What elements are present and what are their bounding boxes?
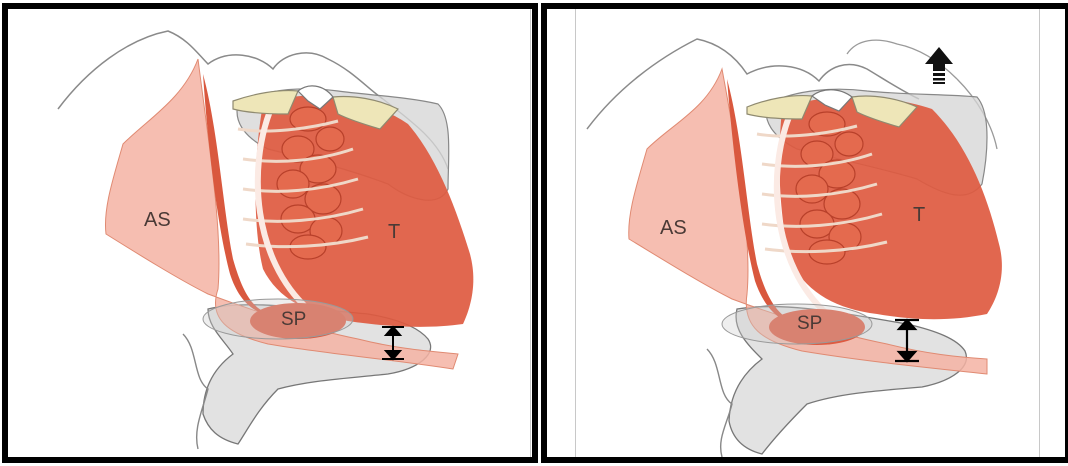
hyoid-area bbox=[203, 299, 353, 339]
panel-inner-line-left bbox=[575, 9, 576, 457]
chin-outline bbox=[183, 334, 208, 449]
label-sp: SP bbox=[281, 309, 306, 331]
anatomy-diagram-right bbox=[547, 9, 1065, 457]
label-sp: SP bbox=[797, 313, 822, 335]
chin-outline bbox=[707, 349, 732, 457]
label-as: AS bbox=[144, 209, 171, 232]
tooth-left bbox=[233, 91, 298, 114]
anatomy-diagram-left bbox=[8, 9, 532, 457]
panel-edge-line bbox=[530, 9, 531, 457]
panel-left: AS T SP bbox=[2, 3, 538, 463]
label-t: T bbox=[388, 221, 400, 244]
label-t: T bbox=[913, 204, 925, 227]
tooth-left bbox=[747, 96, 812, 119]
panel-inner-line-right bbox=[1039, 9, 1040, 457]
up-arrow-icon bbox=[925, 47, 953, 84]
panel-right: AS T SP bbox=[541, 3, 1068, 463]
label-as: AS bbox=[660, 217, 687, 240]
